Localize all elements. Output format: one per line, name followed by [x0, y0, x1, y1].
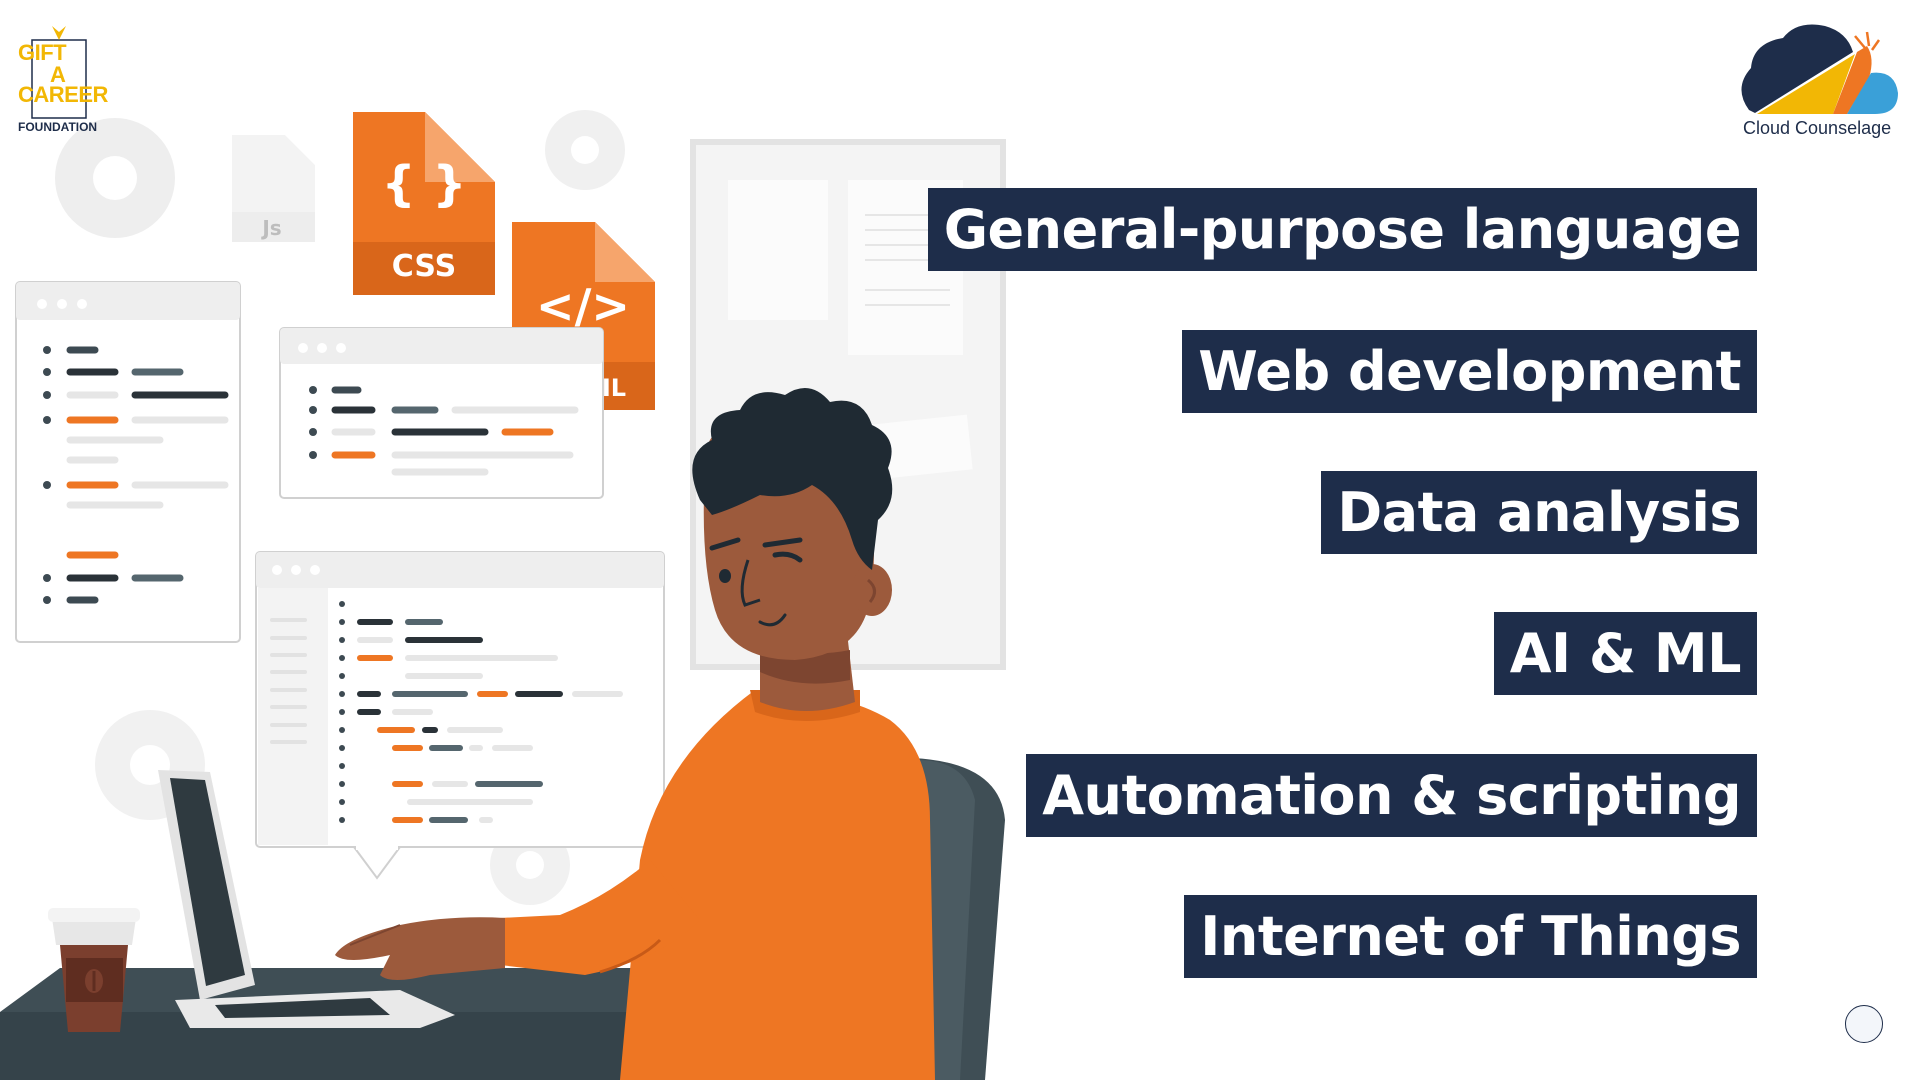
cloud-counselage-logo: Cloud Counselage — [1735, 18, 1905, 148]
gear-icon — [545, 110, 625, 190]
gift-logo-word: A — [50, 62, 66, 87]
use-label-iot: Internet of Things — [1184, 895, 1757, 978]
code-window-top — [279, 327, 604, 499]
board-note — [862, 414, 973, 481]
use-label-data-analysis: Data analysis — [1321, 471, 1757, 554]
use-label-ai-ml: AI & ML — [1493, 612, 1757, 695]
coffee-cup-icon — [48, 908, 140, 1032]
gift-logo-foundation: FOUNDATION — [18, 120, 98, 134]
gift-logo-word: GIFT — [18, 40, 67, 65]
js-file-icon — [232, 135, 315, 242]
gift-a-career-logo: GIFT A CAREER FOUNDATION — [16, 22, 108, 134]
use-label-automation: Automation & scripting — [1026, 754, 1757, 837]
html-file-label: IL — [602, 374, 626, 402]
code-window-main — [255, 551, 665, 880]
board-note — [728, 180, 828, 320]
css-file-label: CSS — [392, 249, 456, 284]
use-label-web-development: Web development — [1182, 330, 1757, 413]
cloud-counselage-name: Cloud Counselage — [1743, 118, 1892, 138]
person-illustration — [335, 387, 935, 1080]
code-window-left — [15, 281, 241, 643]
html-file-glyph: </> — [536, 279, 630, 333]
use-label-general-purpose: General-purpose language — [927, 188, 1757, 271]
css-file-glyph: { } — [381, 156, 466, 212]
css-file-icon — [353, 112, 495, 295]
gift-box-icon — [31, 26, 87, 119]
cloud-logo-icon — [1741, 24, 1898, 114]
laptop-icon — [158, 770, 455, 1028]
js-file-label: Js — [260, 216, 281, 240]
watermark-logo-icon — [1845, 1005, 1883, 1043]
gear-icon — [55, 118, 175, 238]
gift-logo-word: CAREER — [18, 82, 108, 107]
